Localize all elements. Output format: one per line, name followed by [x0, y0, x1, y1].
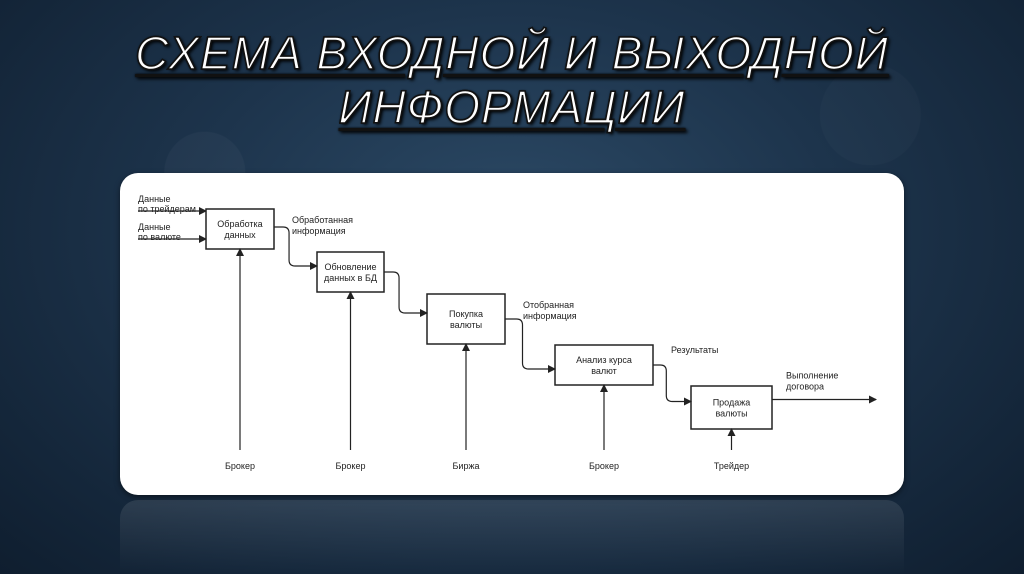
input-label-1-line: Данные: [138, 194, 171, 204]
flow-label-1-line: Обработанная: [292, 215, 353, 225]
mechanism-label-1-line: Брокер: [225, 461, 255, 471]
flow-connector-4: [653, 364, 692, 406]
output-label-line: договора: [786, 382, 824, 392]
process-label-2-line: Обновление: [325, 262, 377, 272]
output-label-line: Выполнение: [786, 371, 838, 381]
process-label-2-line: данных в БД: [324, 273, 377, 283]
mechanism-label-4: Брокер: [589, 461, 619, 471]
mechanism-label-2-line: Брокер: [336, 461, 366, 471]
process-box-3: [426, 293, 506, 345]
process-label-3-line: Покупка: [449, 309, 483, 319]
process-label-1-line: данных: [224, 230, 256, 240]
mechanism-label-2: Брокер: [336, 461, 366, 471]
process-label-4-line: Анализ курса: [576, 355, 632, 365]
process-box-4: [554, 344, 654, 386]
slide-title: СХЕМА ВХОДНОЙ И ВЫХОДНОЙ ИНФОРМАЦИИ: [0, 26, 1024, 134]
slide-title-line-2: ИНФОРМАЦИИ: [338, 80, 686, 134]
flow-label-1-line: информация: [292, 226, 346, 236]
flow-label-3-line: Отобранная: [523, 300, 574, 310]
mechanism-label-3: Биржа: [453, 461, 480, 471]
panel-reflection: [120, 500, 904, 574]
flow-label-4: Результаты: [671, 345, 718, 355]
flow-connector-3: [505, 318, 556, 373]
input-label-1-line: по трейдерам: [138, 204, 196, 214]
mechanism-label-5-line: Трейдер: [714, 461, 749, 471]
flow-connector-2: [384, 271, 428, 317]
input-label-2-line: Данные: [138, 222, 171, 232]
process-label-5-line: валюты: [715, 409, 747, 419]
process-label-3-line: валюты: [450, 320, 482, 330]
process-box-5: [690, 385, 773, 430]
flow-connector-1: [274, 226, 318, 270]
mechanism-label-5: Трейдер: [714, 461, 749, 471]
mechanism-label-4-line: Брокер: [589, 461, 619, 471]
process-label-4-line: валют: [591, 366, 617, 376]
mechanism-label-3-line: Биржа: [453, 461, 480, 471]
slide-title-line-1: СХЕМА ВХОДНОЙ И ВЫХОДНОЙ: [134, 26, 889, 80]
process-box-2: [316, 251, 385, 293]
mechanism-label-1: Брокер: [225, 461, 255, 471]
flow-label-3-line: информация: [523, 311, 577, 321]
input-label-2-line: по валюте: [138, 232, 181, 242]
flow-label-4-line: Результаты: [671, 345, 718, 355]
process-label-5-line: Продажа: [713, 398, 751, 408]
process-label-1-line: Обработка: [217, 219, 262, 229]
process-box-1: [205, 208, 275, 250]
